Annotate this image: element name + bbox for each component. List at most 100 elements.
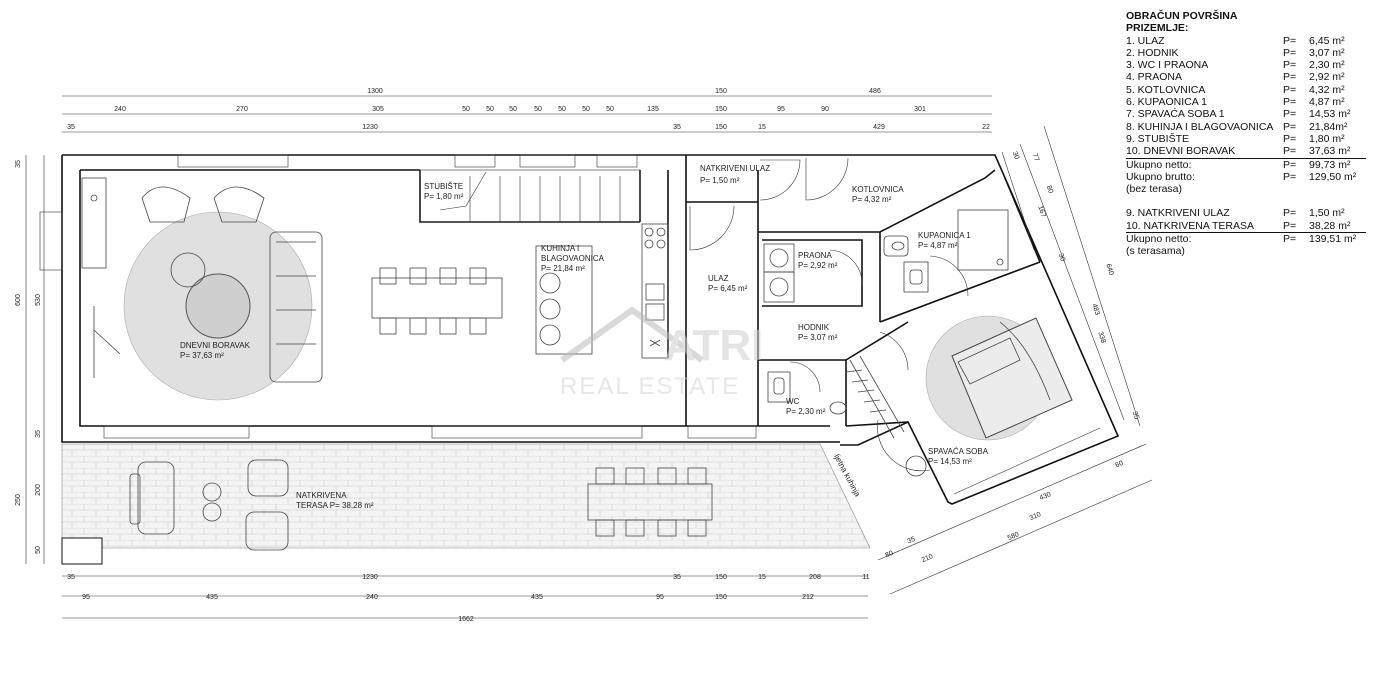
legend-title: OBRAČUN POVRŠINA [1126, 10, 1238, 22]
dim-bot2-0: 95 [82, 594, 90, 601]
dim-bot2-1: 435 [206, 594, 218, 601]
legend-room-name: 5. KOTLOVNICA [1126, 83, 1206, 96]
dim-bot1-2: 35 [673, 574, 681, 581]
kitchen-dining [371, 223, 669, 359]
dim-bot2-4: 95 [656, 594, 664, 601]
dim-bot2-2: 240 [366, 594, 378, 601]
legend-net2-note: (s terasama) [1126, 245, 1185, 258]
room-spavaca-name: SPAVAĆA SOBA [928, 447, 989, 456]
room-hodnik-name: HODNIK [798, 323, 830, 332]
legend-room-name: 3. WC I PRAONA [1126, 59, 1209, 72]
dim-top2-3: 50 [462, 106, 470, 113]
room-kupaonica-name: KUPAONICA 1 [918, 231, 971, 240]
dim-top1-2: 486 [869, 88, 881, 95]
dim-top3-2: 35 [673, 124, 681, 131]
dimension-lines [25, 95, 1153, 619]
watermark-brand: ATRI [664, 321, 763, 370]
dim-bot1-5: 208 [809, 574, 821, 581]
legend-room-value: 3,07 m² [1309, 46, 1345, 59]
dim-diag_lower-6: 580 [1007, 531, 1021, 542]
dim-bot2-6: 212 [802, 594, 814, 601]
dim-right_mid-0: 483 [1090, 303, 1100, 316]
legend-covered-p: P= [1283, 207, 1297, 220]
legend-subtitle: PRIZEMLJE: [1126, 22, 1189, 35]
legend-room-name: 9. STUBIŠTE [1126, 132, 1190, 145]
room-wc-name: WC [786, 397, 800, 406]
legend-room-value: 14,53 m² [1309, 108, 1351, 121]
room-stubiste-name: STUBIŠTE [424, 182, 463, 191]
room-kupaonica-area: P= 4,87 m² [918, 241, 958, 250]
dim-right_inner-0: 30 [1011, 151, 1020, 161]
room-kuhinja-area: P= 21,84 m² [541, 264, 585, 273]
legend-room-name: 7. SPAVAĆA SOBA 1 [1126, 108, 1225, 121]
dim-top1-1: 150 [715, 88, 727, 95]
legend-net-label: Ukupno netto: [1126, 158, 1192, 171]
dim-left-2: 530 [35, 294, 42, 306]
room-dnevni-area: P= 37,63 m² [180, 351, 224, 360]
legend-room-name: 2. HODNIK [1126, 46, 1179, 59]
dim-top3-1: 1230 [362, 124, 378, 131]
legend-gross-label: Ukupno brutto: [1126, 170, 1195, 183]
dim-top2-4: 50 [486, 106, 494, 113]
room-kuhinja-name-2: BLAGOVAONICA [541, 254, 605, 263]
dim-diag_lower-1: 430 [1039, 491, 1053, 502]
room-natkriveni-ulaz-name: NATKRIVENI ULAZ [700, 164, 770, 173]
legend-room-row: 2. HODNIK P= 3,07 m² [1126, 47, 1366, 59]
legend-room-p: P= [1283, 83, 1297, 96]
legend-room-p: P= [1283, 46, 1297, 59]
dim-right_inner-4: 30 [1057, 253, 1066, 263]
legend-gross-value: 129,50 m² [1309, 170, 1357, 183]
dim-top2-2: 305 [372, 106, 384, 113]
dim-top3-0: 35 [67, 124, 75, 131]
legend-room-value: 2,92 m² [1309, 71, 1345, 84]
legend-room-name: 1. ULAZ [1126, 34, 1165, 47]
legend-covered-value: 1,50 m² [1309, 207, 1345, 220]
dim-top1-0: 1300 [367, 88, 383, 95]
dim-top2-8: 50 [582, 106, 590, 113]
dim-bot1-0: 35 [67, 574, 75, 581]
legend-room-p: P= [1283, 132, 1297, 145]
dim-left-4: 250 [15, 494, 22, 506]
bedroom-furniture [905, 315, 1101, 495]
dim-diag_lower-2: 310 [1029, 511, 1043, 522]
legend-room-p: P= [1283, 120, 1297, 133]
dim-right_outer-0: 640 [1104, 263, 1114, 276]
dim-diag_lower-5: 210 [921, 553, 935, 564]
dim-left-1: 600 [15, 294, 22, 306]
legend-covered-name: 9. NATKRIVENI ULAZ [1126, 207, 1230, 220]
dim-right_inner-1: 77 [1031, 153, 1040, 163]
room-terasa-name-2: TERASA P= 38,28 m² [296, 501, 374, 510]
room-dnevni-name: DNEVNI BORAVAK [180, 341, 251, 350]
legend-room-value: 4,87 m² [1309, 96, 1345, 109]
dim-top3-5: 429 [873, 124, 885, 131]
room-kotlovnica-area: P= 4,32 m² [852, 195, 892, 204]
room-praona-area: P= 2,92 m² [798, 261, 838, 270]
dim-top3-3: 150 [715, 124, 727, 131]
room-natkriveni-ulaz-area: P= 1,50 m² [700, 176, 740, 185]
dim-left-5: 200 [35, 484, 42, 496]
terrace-furniture [129, 459, 713, 551]
dim-top2-6: 50 [534, 106, 542, 113]
dim-bot1-1: 1230 [362, 574, 378, 581]
dim-top2-11: 150 [715, 106, 727, 113]
windows [39, 154, 757, 439]
legend-covered-p: P= [1283, 219, 1297, 232]
legend-room-p: P= [1283, 71, 1297, 84]
dim-bot2-5: 150 [715, 594, 727, 601]
legend-net2-value: 139,51 m² [1309, 233, 1357, 246]
legend-gross-note: (bez terasa) [1126, 183, 1183, 196]
legend-room-p: P= [1283, 96, 1297, 109]
legend-room-name: 6. KUPAONICA 1 [1126, 96, 1207, 109]
dim-bot1-3: 150 [715, 574, 727, 581]
legend-room-name: 8. KUHINJA I BLAGOVAONICA [1126, 120, 1274, 133]
dim-right_mid-2: 35 [1131, 411, 1140, 421]
room-ulaz-name: ULAZ [708, 274, 729, 283]
room-hodnik-area: P= 3,07 m² [798, 333, 838, 342]
legend-room-value: 21,84m² [1309, 120, 1348, 133]
